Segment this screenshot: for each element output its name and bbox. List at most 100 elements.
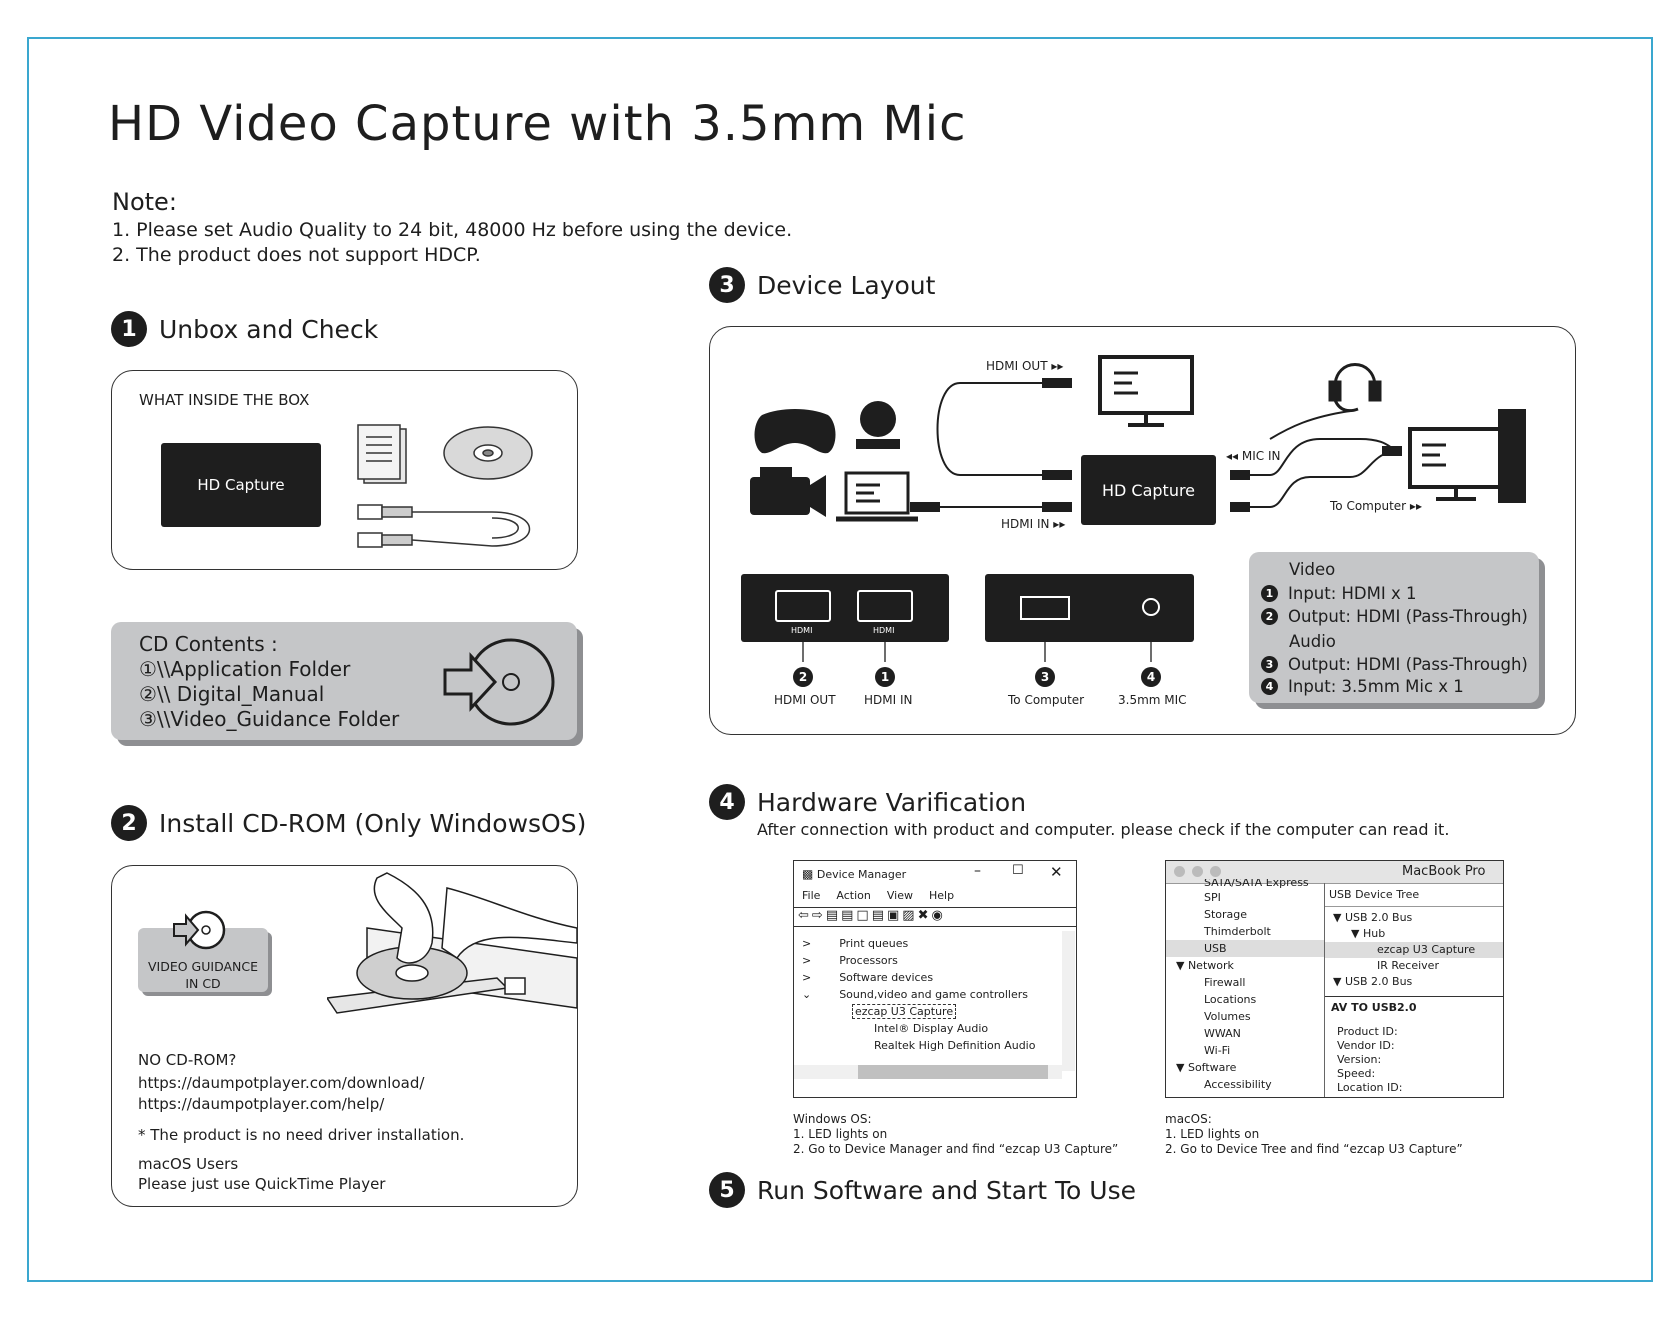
caption-line: Windows OS: (793, 1112, 872, 1126)
tree-item[interactable]: ⌄ Sound,video and game controllers (802, 988, 1028, 1001)
window-title: ▩ Device Manager (802, 867, 906, 881)
download-link[interactable]: https://daumpotplayer.com/download/ (138, 1074, 425, 1092)
note-line-2: 2. The product does not support HDCP. (112, 244, 481, 266)
badge-line-1: VIDEO GUIDANCE (147, 959, 259, 974)
expand-icon: > (802, 937, 812, 950)
sidebar-item[interactable]: WWAN (1204, 1027, 1241, 1040)
expand-icon: > (802, 971, 812, 984)
tree-item[interactable]: Intel® Display Audio (874, 1022, 989, 1035)
close-dot[interactable] (1174, 866, 1185, 877)
usb-tree-item[interactable]: ▼ Hub (1351, 927, 1386, 940)
hdmi-port-side: HDMI HDMI (741, 574, 949, 642)
cables (936, 382, 1401, 508)
tree-item[interactable]: Realtek High Definition Audio (874, 1039, 1036, 1052)
sidebar-item[interactable]: Firewall (1204, 976, 1246, 989)
view-icon[interactable]: ▤ (871, 908, 887, 923)
section-5-heading: 5 Run Software and Start To Use (709, 1172, 1136, 1208)
macos-caption: macOS: 1. LED lights on 2. Go to Device … (1165, 1112, 1463, 1157)
device-manager-icon: ▩ (802, 867, 814, 881)
sidebar-item[interactable]: SATA/SATA Express (1204, 879, 1309, 889)
cd-drive-illustration (327, 872, 577, 1014)
sidebar-item[interactable]: Storage (1204, 908, 1248, 921)
sidebar-item[interactable]: Locations (1204, 993, 1257, 1006)
update-icon[interactable]: ◉ (931, 908, 946, 923)
section-title: Install CD-ROM (Only WindowsOS) (159, 808, 587, 838)
hdmi-out-port (775, 590, 831, 622)
spec-text: Input: 3.5mm Mic x 1 (1288, 677, 1464, 696)
horizontal-scrollbar[interactable] (794, 1065, 1062, 1079)
minimize-button[interactable]: – (974, 863, 981, 879)
spec-number: 4 (1261, 678, 1278, 695)
monitor-icon[interactable]: ▣ (887, 908, 903, 923)
help-link[interactable]: https://daumpotplayer.com/help/ (138, 1095, 385, 1113)
usb-tree-item[interactable]: ▼ USB 2.0 Bus (1333, 911, 1413, 924)
vertical-scrollbar[interactable] (1062, 931, 1075, 1071)
add-driver-icon[interactable]: ▨ (902, 908, 918, 923)
detail-field: Vendor ID: (1337, 1039, 1395, 1052)
tree-item[interactable]: > Print queues (802, 937, 909, 950)
menu-file[interactable]: File (802, 889, 821, 902)
caption-line: macOS: (1165, 1112, 1212, 1126)
usb-cable-icon (357, 504, 531, 548)
properties-icon[interactable]: ▤ (825, 908, 842, 923)
forward-icon[interactable]: ⇨ (811, 908, 826, 923)
connectors (910, 378, 1402, 512)
usb-port (1020, 596, 1070, 620)
port-number: 4 (1141, 667, 1161, 687)
detail-heading: AV TO USB2.0 (1331, 1001, 1417, 1014)
sidebar-item[interactable]: Accessibility (1204, 1078, 1272, 1091)
usb-tree-item[interactable]: ▼ USB 2.0 Bus (1333, 975, 1413, 988)
page-title: HD Video Capture with 3.5mm Mic (108, 96, 967, 152)
laptop-icon (836, 471, 918, 522)
tree-item[interactable]: > Software devices (802, 971, 934, 984)
minimize-dot[interactable] (1192, 866, 1203, 877)
cd-contents-panel: CD Contents : ①\\Application Folder ②\\ … (111, 622, 577, 740)
device-label: HD Capture (1101, 480, 1196, 500)
toolbar: ⇦⇨▤▤□▤▣▨✖◉ (794, 907, 1076, 927)
sidebar-item[interactable]: Wi-Fi (1204, 1044, 1231, 1057)
sidebar-group[interactable]: ▼ Network (1176, 959, 1234, 972)
headset-icon (1328, 363, 1382, 413)
collapse-icon: ⌄ (802, 988, 812, 1001)
menu-bar: File Action View Help (802, 889, 954, 902)
menu-action[interactable]: Action (836, 889, 871, 902)
menu-help[interactable]: Help (928, 889, 955, 902)
sidebar-item[interactable]: SPI (1204, 891, 1221, 904)
mac-sidebar: SATA/SATA Express SPI Storage Thimderbol… (1166, 879, 1324, 1093)
zoom-dot[interactable] (1210, 866, 1221, 877)
port-leader-lines (802, 642, 1152, 662)
device-layout-panel: HDMI OUT ▸▸ HDMI IN ▸▸ ◂◂ MIC IN To Comp… (709, 326, 1576, 735)
port-number: 3 (1035, 667, 1055, 687)
sidebar-item-selected[interactable]: USB (1166, 940, 1324, 957)
caption-line: 1. LED lights on (793, 1127, 888, 1141)
scrollbar-thumb[interactable] (858, 1065, 1048, 1079)
list-icon[interactable]: ▤ (841, 908, 857, 923)
close-button[interactable]: ✕ (1050, 863, 1063, 881)
spec-audio: Audio (1289, 632, 1336, 651)
section-2-heading: 2 Install CD-ROM (Only WindowsOS) (111, 805, 586, 841)
sidebar-item[interactable]: Volumes (1204, 1010, 1251, 1023)
desktop-computer-icon (1408, 409, 1526, 503)
box-contents-panel: WHAT INSIDE THE BOX HD Capture (111, 370, 578, 570)
usb-tree-item[interactable]: IR Receiver (1377, 959, 1439, 972)
sidebar-group[interactable]: ▼ Software (1176, 1061, 1237, 1074)
cd-item-1: ①\\Application Folder (139, 657, 351, 681)
port-label-hdmi-out: HDMI OUT (774, 693, 836, 707)
menu-view[interactable]: View (886, 889, 913, 902)
back-icon[interactable]: ⇦ (798, 908, 812, 923)
page-frame (27, 37, 1653, 1282)
spec-number: 2 (1261, 608, 1278, 625)
driver-note: * The product is no need driver installa… (138, 1126, 465, 1144)
tree-item[interactable]: > Processors (802, 954, 898, 967)
maximize-button[interactable]: ☐ (1012, 863, 1024, 878)
remove-icon[interactable]: ✖ (917, 908, 932, 923)
connection-diagram (750, 355, 1526, 522)
help-icon[interactable]: □ (856, 908, 872, 923)
tree-item-selected[interactable]: ezcap U3 Capture (802, 1003, 1035, 1020)
usb-tree-item-selected[interactable]: ezcap U3 Capture (1325, 942, 1503, 958)
port-label-hdmi-in: HDMI IN (864, 693, 913, 707)
webcam-icon (856, 401, 900, 449)
sidebar-item[interactable]: Thimderbolt (1204, 925, 1271, 938)
divider (1324, 883, 1325, 1097)
section-4-subtitle: After connection with product and comput… (757, 820, 1450, 839)
